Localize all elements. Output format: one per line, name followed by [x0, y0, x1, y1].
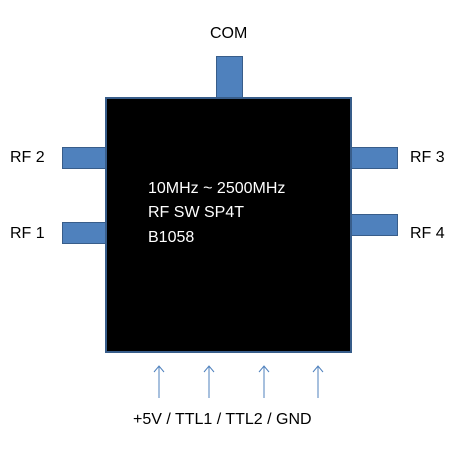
rf1-label: RF 1 — [10, 225, 45, 242]
arrow-up-icon — [153, 365, 165, 398]
com-label: COM — [210, 25, 248, 42]
chip-frequency-range: 10MHz ~ 2500MHz — [148, 180, 286, 197]
rf2-label: RF 2 — [10, 149, 45, 166]
chip-type: RF SW SP4T — [148, 204, 245, 221]
chip-part-number: B1058 — [148, 229, 195, 246]
control-pins-label: +5V / TTL1 / TTL2 / GND — [133, 411, 312, 428]
rf-switch-chip: 10MHz ~ 2500MHz RF SW SP4T B1058 — [105, 97, 352, 353]
arrow-up-icon — [312, 365, 324, 398]
rf3-label: RF 3 — [410, 149, 445, 166]
arrow-up-icon — [258, 365, 270, 398]
rf4-label: RF 4 — [410, 225, 445, 242]
arrow-up-icon — [203, 365, 215, 398]
